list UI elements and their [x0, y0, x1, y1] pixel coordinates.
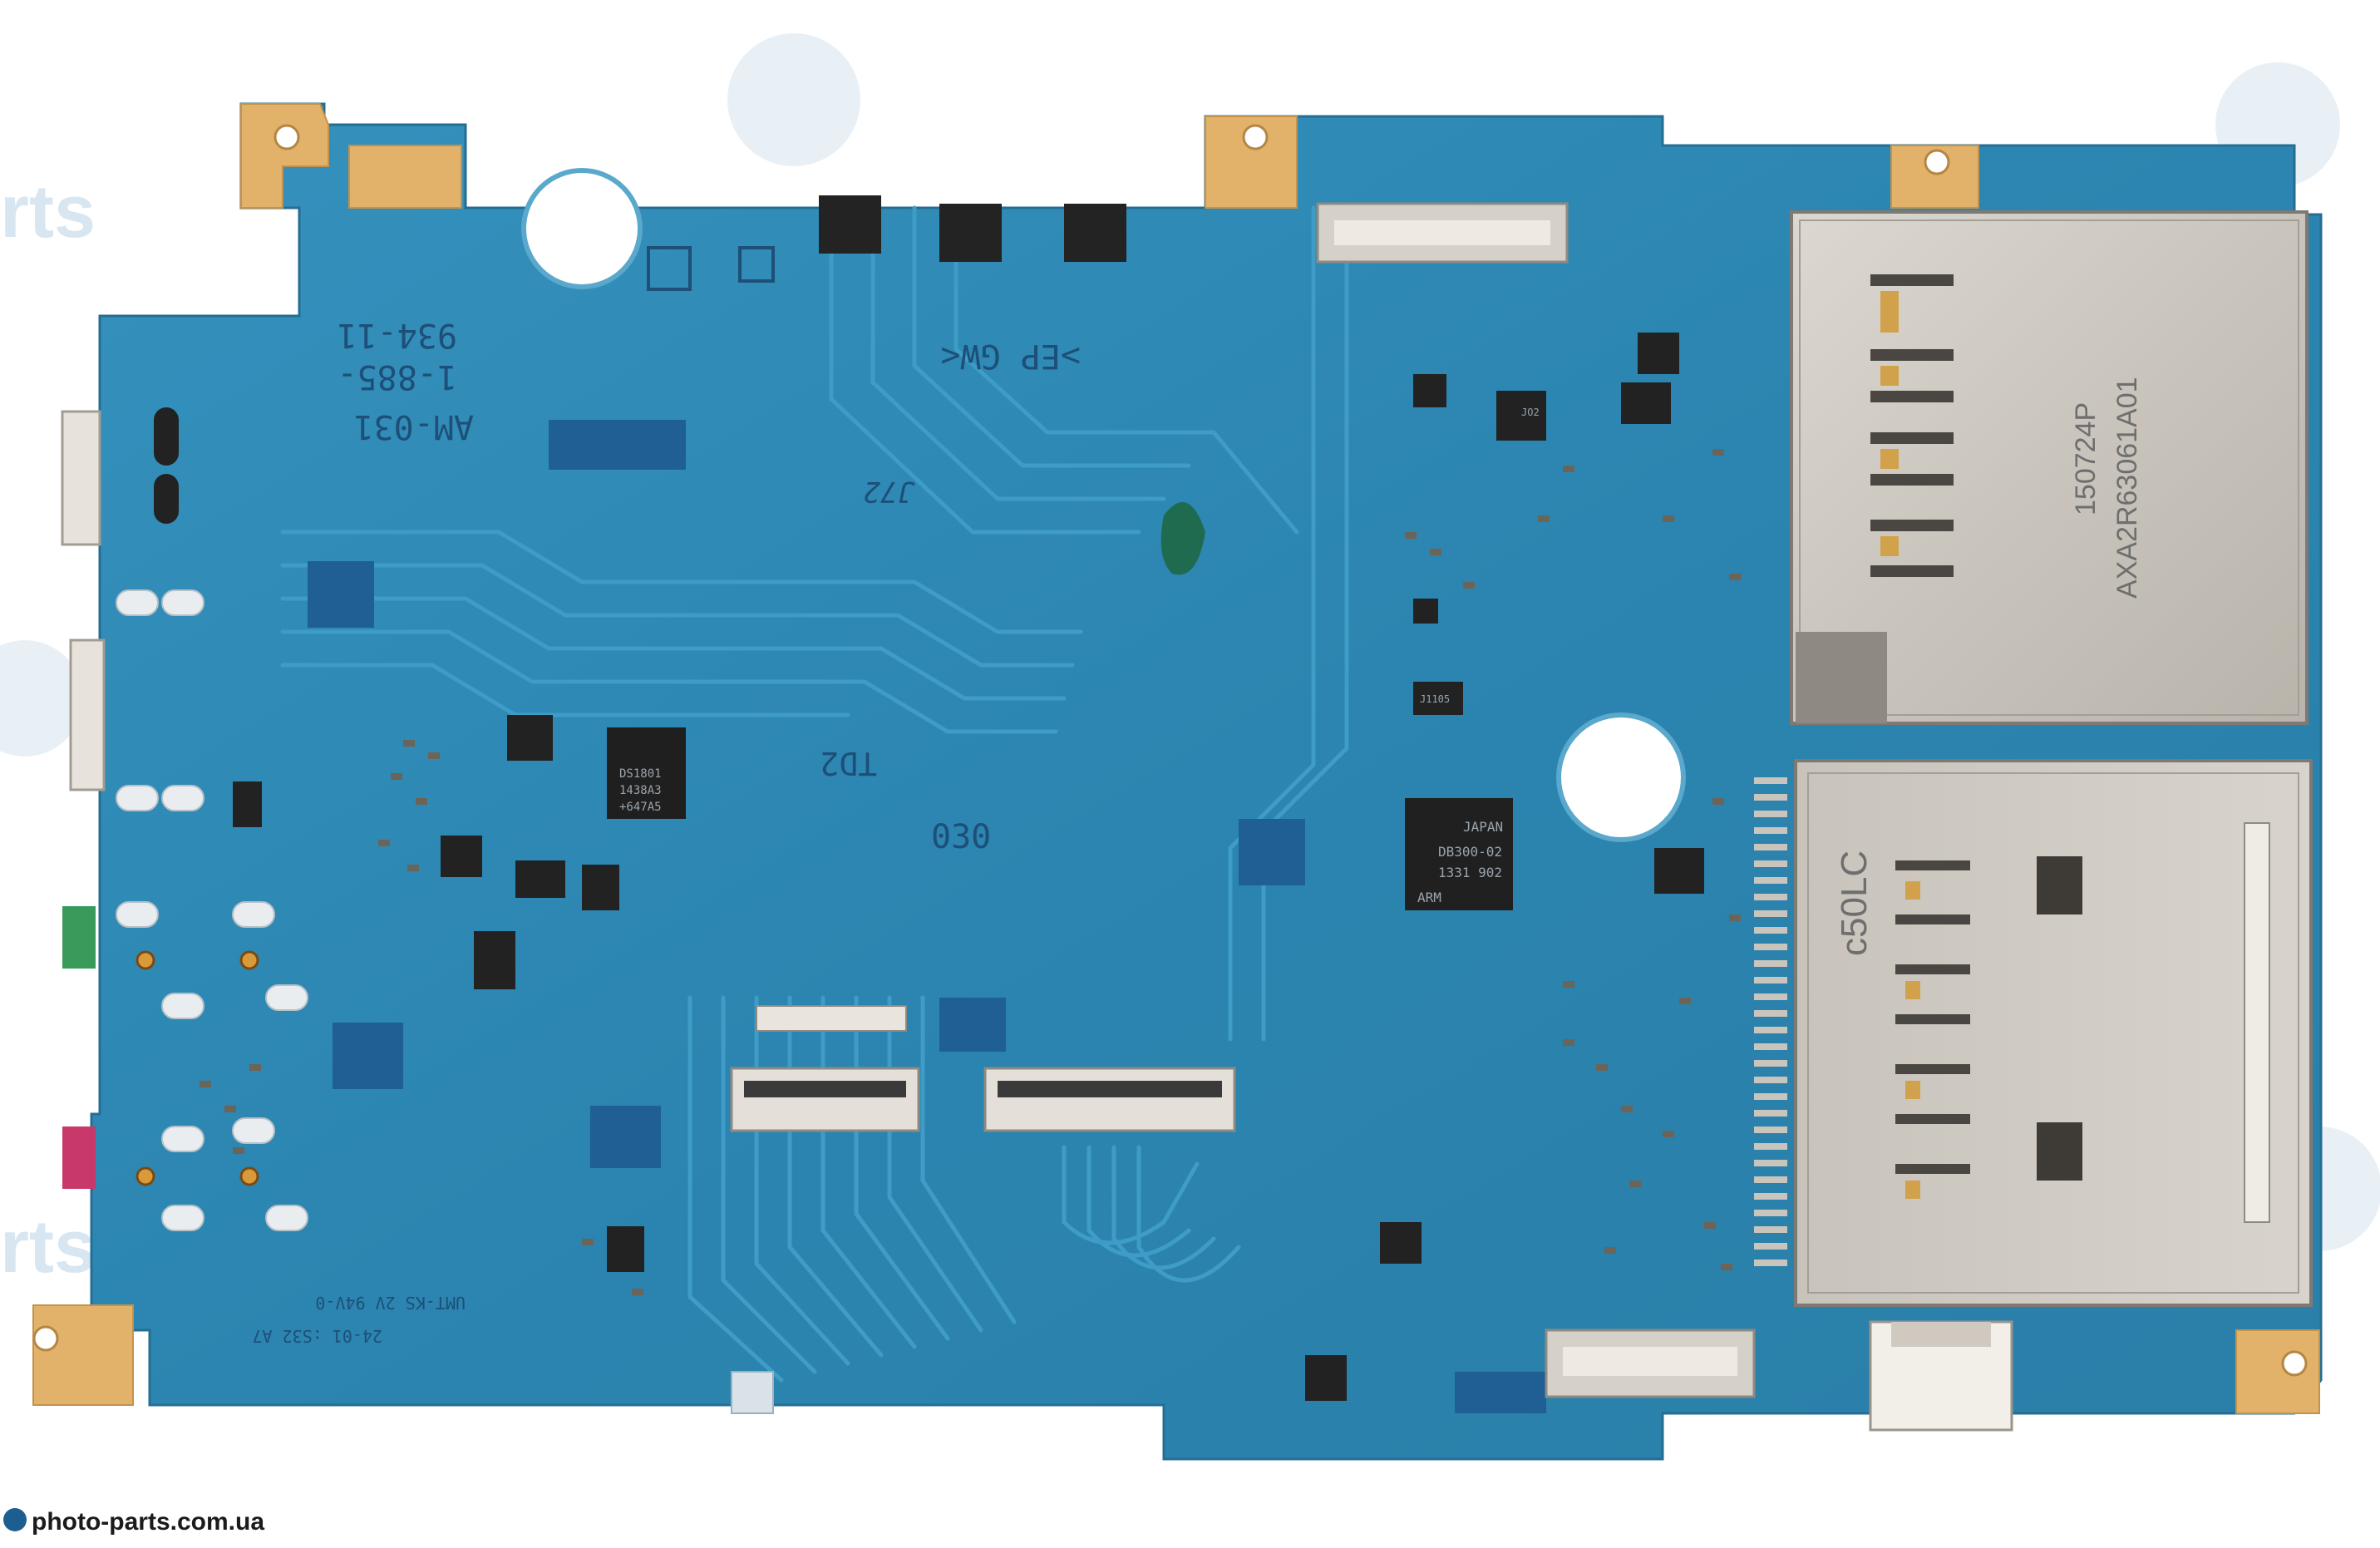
label-030: 030	[931, 818, 991, 856]
sd-card-slot-lower: c50LC	[1794, 759, 2313, 1307]
lf-badge	[647, 246, 692, 291]
label-part-number-b: 1-885-	[338, 357, 458, 396]
small-ics	[233, 333, 1704, 1401]
site-logo-icon	[3, 1508, 27, 1531]
label-ump: UMT-KS 2V 94V-0	[315, 1293, 466, 1313]
mounting-tabs	[32, 103, 2320, 1414]
label-part-number: >EP GW<	[940, 337, 1081, 375]
small-ic-label-1: JO2	[1521, 407, 1540, 418]
left-ic-line1: DS1801	[619, 767, 662, 781]
label-part-number-a: 934-11	[338, 316, 458, 354]
label-handwritten: J72	[864, 475, 915, 508]
soc-label-1: JAPAN	[1463, 819, 1503, 835]
main-soc: JAPAN DB300-02 1331 902 ARM	[1405, 798, 1513, 910]
slot-code-lower: c50LC	[1834, 850, 1875, 956]
oval-pads	[116, 589, 308, 1231]
mount-hole-top	[521, 168, 643, 289]
slot-code-2: AXA2R63061A01	[2111, 377, 2143, 599]
center-flex-connectors	[730, 1005, 1236, 1132]
left-connector-strip	[61, 407, 259, 1189]
left-ic: DS1801 1438A3 +647A5	[607, 727, 686, 819]
watermark-text-left: rts	[0, 170, 96, 254]
passive-components	[200, 449, 1741, 1295]
left-ic-line2: 1438A3	[619, 784, 662, 797]
slot-code-1: 150724P	[2070, 402, 2102, 515]
soc-label-3: 1331 902	[1438, 865, 1502, 880]
bottom-connectors	[1545, 1320, 2013, 1432]
silkscreen-labels: >EP GW< 934-11 1-885- AM-031 TD2 030 J72…	[252, 246, 1081, 1346]
left-ic-line3: +647A5	[619, 801, 662, 814]
slot-edge-pins	[1754, 777, 1787, 1266]
hf-badge	[738, 246, 775, 283]
watermark-text-bottom: rts	[0, 1205, 96, 1289]
datamatrix-code	[731, 1371, 774, 1414]
small-ic-label-2: J1105	[1420, 693, 1450, 705]
audio-jack-green	[62, 906, 96, 969]
soc-label-2: DB300-02	[1438, 844, 1502, 860]
audio-jack-red	[62, 1126, 96, 1189]
top-flex-connector	[1316, 202, 1569, 264]
label-td2: TD2	[820, 745, 877, 781]
top-power-ics	[819, 195, 1126, 262]
ink-mark	[1160, 502, 1205, 575]
label-date: 24-01 :S32 A7	[252, 1326, 382, 1346]
label-model: AM-031	[354, 407, 475, 446]
sd-card-slot-upper: 150724P AXA2R63061A01	[1790, 210, 2309, 725]
soc-label-4: ARM	[1417, 890, 1441, 905]
mount-hole-center	[1556, 712, 1686, 842]
site-watermark: photo-parts.com.ua	[32, 1508, 264, 1536]
pcb-traces	[280, 205, 1349, 1383]
ground-pads	[308, 420, 1546, 1413]
